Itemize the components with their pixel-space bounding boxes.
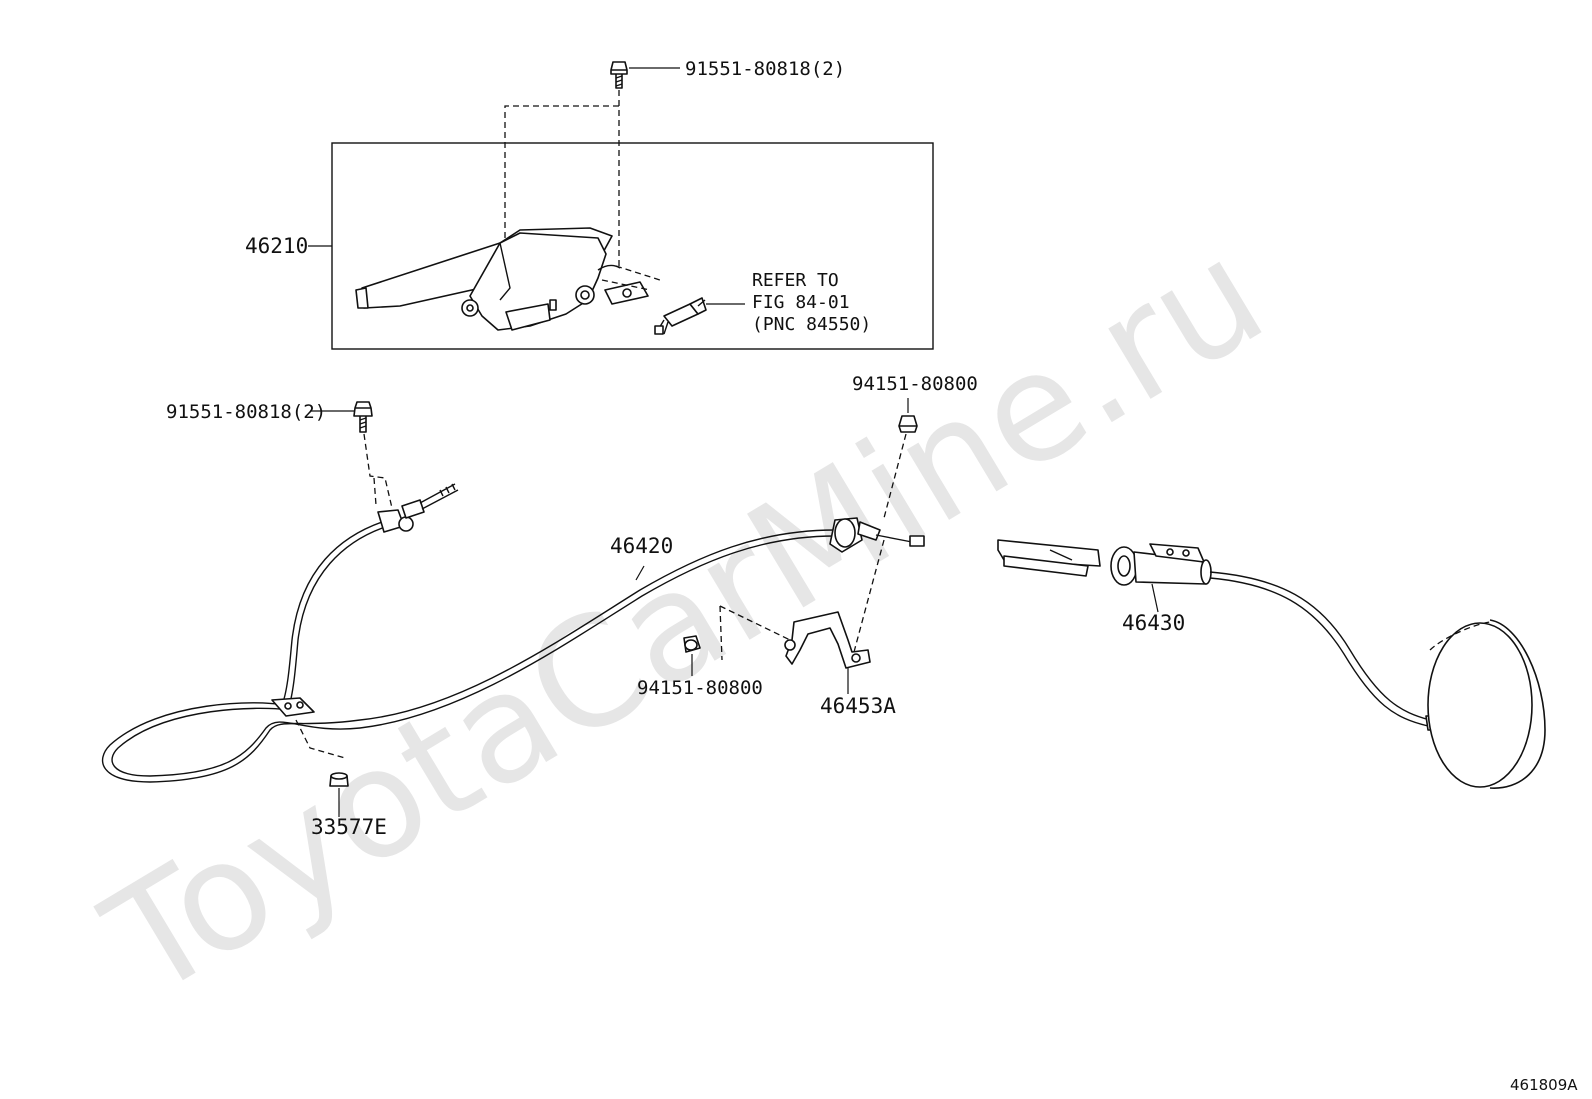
bolt-left-icon	[353, 401, 373, 433]
label-cable-rear: 46430	[1122, 611, 1185, 635]
figure-number: 461809A	[1510, 1076, 1578, 1094]
nut-right-icon	[898, 415, 918, 433]
grommet-33577E[interactable]	[295, 719, 349, 817]
nut-mid-group[interactable]	[683, 635, 701, 676]
label-nut-right: 94151-80800	[852, 373, 978, 395]
label-refer-line3: (PNC 84550)	[752, 314, 871, 335]
label-refer-line2: FIG 84-01	[752, 292, 850, 313]
label-bracket: 46453A	[820, 694, 896, 718]
bolt-top-icon	[610, 61, 628, 89]
label-cable-front: 46420	[610, 534, 673, 558]
bracket-icon	[785, 611, 871, 669]
brake-switch-icon[interactable]	[654, 297, 707, 335]
rear-cable-46430[interactable]	[997, 539, 1546, 789]
parking-brake-lever[interactable]	[355, 227, 661, 331]
watermark-text: ToyotaCarMine.ru	[78, 207, 1292, 1032]
bolt-top-group[interactable]: 91551-80818(2)	[504, 58, 845, 270]
label-lever-assy: 46210	[245, 234, 308, 258]
nut-right-group[interactable]: 94151-80800	[852, 373, 978, 519]
label-bolt-left: 91551-80818(2)	[166, 401, 326, 423]
label-bolt-top: 91551-80818(2)	[685, 58, 845, 80]
label-grommet: 33577E	[311, 815, 387, 839]
label-nut-mid: 94151-80800	[637, 677, 763, 699]
bracket-46453A[interactable]	[719, 539, 885, 694]
label-refer-line1: REFER TO	[752, 270, 839, 291]
bolt-left-group[interactable]: 91551-80818(2)	[166, 401, 393, 509]
front-cable-46420[interactable]	[101, 483, 925, 783]
